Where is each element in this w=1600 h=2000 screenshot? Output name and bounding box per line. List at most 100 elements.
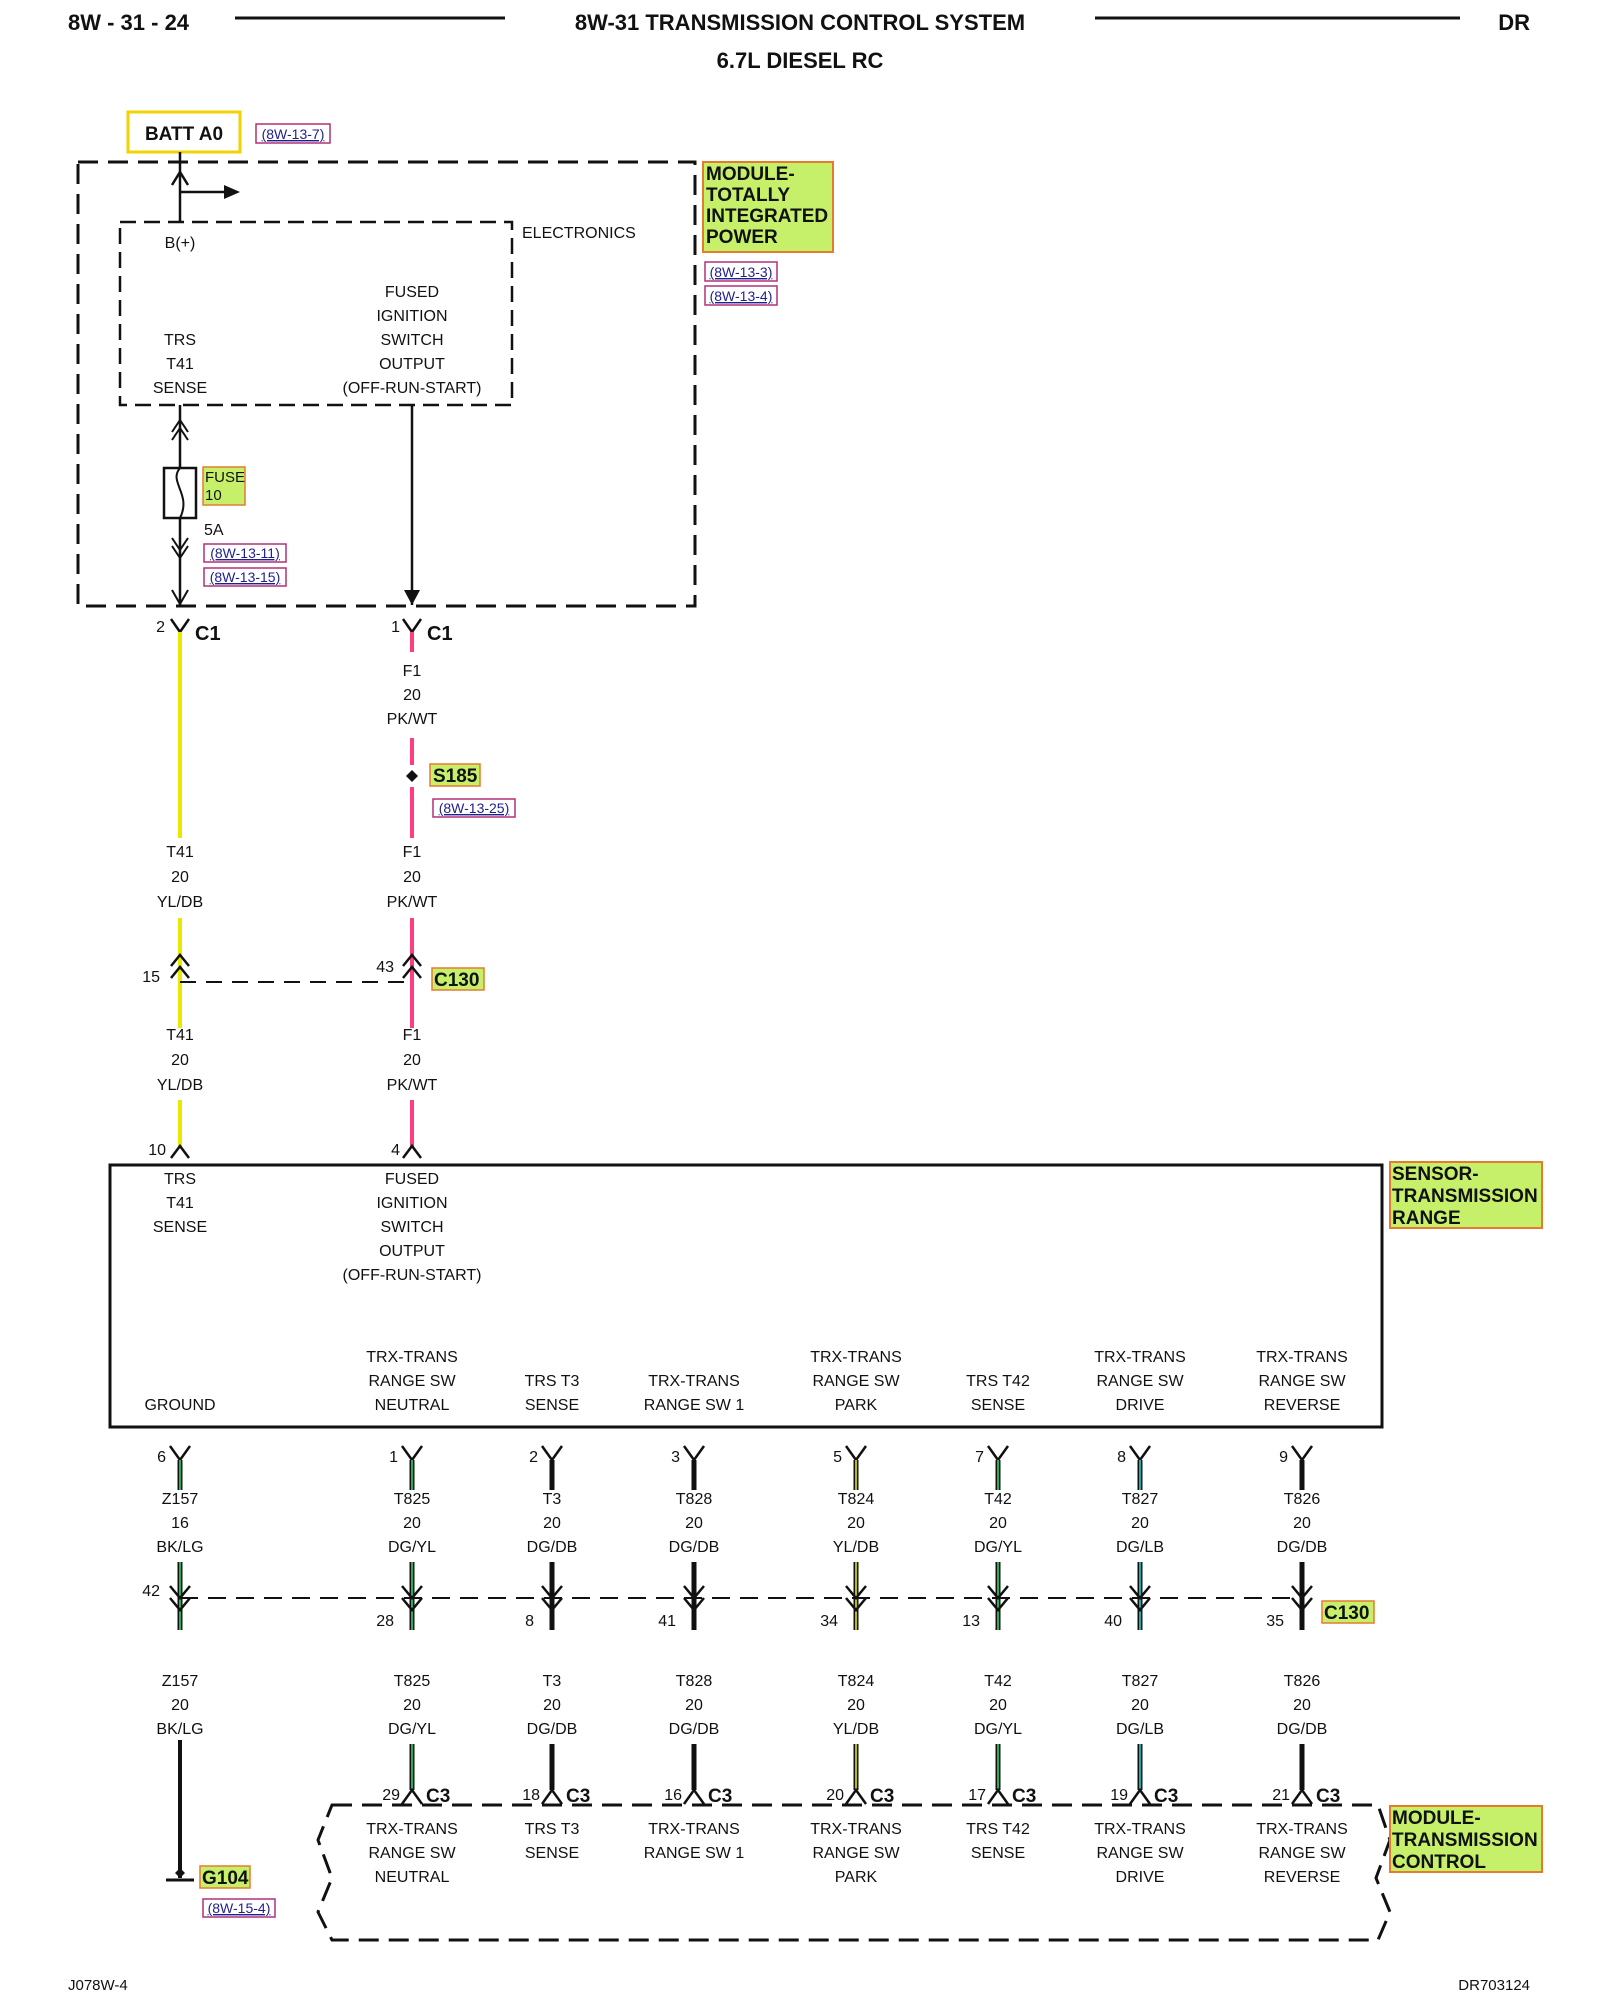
c130-top-tag <box>431 967 485 991</box>
tipm-fused-5: (OFF-RUN-START) <box>343 380 482 397</box>
trs-sense-3: SENSE <box>153 1219 207 1236</box>
c3-pin-symbol <box>540 1787 564 1805</box>
tipm-ref-1[interactable]: (8W-13-3) <box>710 264 773 280</box>
wire-color-label: DG/LB <box>1116 1539 1164 1556</box>
tipm-name-box <box>702 161 834 253</box>
c3-pin-symbol <box>986 1787 1010 1805</box>
tipm-fused-3: SWITCH <box>380 332 443 349</box>
t41-gauge-1: 20 <box>171 869 189 886</box>
tcm-pin-label: RANGE SW <box>812 1845 900 1862</box>
batt-ref-box <box>255 123 331 144</box>
f1-circuit-2: F1 <box>403 844 422 861</box>
sensor-pin-symbol <box>1128 1445 1152 1463</box>
wire-circuit-label: T825 <box>394 1491 431 1508</box>
wire-color-label: DG/DB <box>669 1539 720 1556</box>
tr-sensor-pin-label: NEUTRAL <box>375 1397 450 1414</box>
tipm-ref-2[interactable]: (8W-13-4) <box>710 288 773 304</box>
wire-gauge-label: 20 <box>989 1697 1007 1714</box>
wire-color-label: DG/DB <box>1277 1721 1328 1738</box>
c130-pin-symbol <box>845 1597 867 1612</box>
tr-sensor-pin-label: RANGE SW <box>368 1373 456 1390</box>
wire-color-label: BK/LG <box>156 1539 203 1556</box>
wire-color-label: YL/DB <box>833 1721 879 1738</box>
wire-color-label: DG/YL <box>974 1721 1022 1738</box>
f1-gauge-1: 20 <box>403 687 421 704</box>
batt-ref[interactable]: (8W-13-7) <box>262 126 325 142</box>
tcm-pin-label: TRX-TRANS <box>810 1821 902 1838</box>
c130-pin-symbol <box>987 1597 1009 1612</box>
tr-sensor-pin-label: RANGE SW <box>1096 1373 1184 1390</box>
wire-circuit-label: Z157 <box>162 1673 199 1690</box>
sensor-pin-number: 6 <box>157 1449 166 1466</box>
tcm-pin-label: DRIVE <box>1116 1869 1165 1886</box>
tr-sensor-pin-label: TRX-TRANS <box>1256 1349 1348 1366</box>
wire-color-label: DG/DB <box>669 1721 720 1738</box>
batt-label: BATT A0 <box>145 124 223 145</box>
c3-pin-number: 19 <box>1110 1787 1128 1804</box>
sensor-pin-number: 3 <box>671 1449 680 1466</box>
wire-circuit-label: T828 <box>676 1673 713 1690</box>
sensor-pin-number: 5 <box>833 1449 842 1466</box>
ground-ref-box <box>202 1898 276 1918</box>
c130-pin43-b <box>402 965 422 979</box>
sensor-pin-symbol <box>540 1445 564 1463</box>
sensor-pin-number: 2 <box>529 1449 538 1466</box>
splice-ref[interactable]: (8W-13-25) <box>439 800 510 816</box>
tcm-pin-label: RANGE SW <box>1258 1845 1346 1862</box>
wire-circuit-label: T827 <box>1122 1673 1159 1690</box>
tr-sensor-pin-label: TRX-TRANS <box>366 1349 458 1366</box>
trs-fused-5: (OFF-RUN-START) <box>343 1267 482 1284</box>
tcm-pin-label: TRS T3 <box>525 1821 580 1838</box>
c3-pin-number: 17 <box>968 1787 986 1804</box>
tipm-left-arrow <box>171 589 189 607</box>
wire-gauge-label: 20 <box>685 1697 703 1714</box>
tr-sensor-pin-label: TRS T42 <box>966 1373 1030 1390</box>
tcm-pin-label: TRX-TRANS <box>648 1821 740 1838</box>
tcm-pin-label: TRX-TRANS <box>1256 1821 1348 1838</box>
c1-pin-1: 1 <box>391 619 400 636</box>
wire-circuit-label: T825 <box>394 1673 431 1690</box>
c3-pin-symbol <box>400 1787 424 1805</box>
c3-pin-number: 21 <box>1272 1787 1290 1804</box>
c3-label: C3 <box>1316 1786 1340 1807</box>
fuse-conn-bot <box>171 537 189 552</box>
splice-tag <box>429 763 481 787</box>
fuse-element <box>175 467 185 519</box>
c130-pin43-a <box>402 953 422 967</box>
c130-pin-symbol <box>401 1597 423 1612</box>
tr-sensor-pin-label: SENSE <box>525 1397 579 1414</box>
tipm-name-2: TOTALLY <box>706 185 790 206</box>
c130-pin-symbol <box>683 1597 705 1612</box>
wire-gauge-label: 20 <box>543 1697 561 1714</box>
wire-circuit-label: T826 <box>1284 1491 1321 1508</box>
trs-sense-2: T41 <box>166 1195 194 1212</box>
f1-gauge-2: 20 <box>403 869 421 886</box>
wire-circuit-label: T42 <box>984 1491 1012 1508</box>
tcm-pin-label: PARK <box>835 1869 878 1886</box>
fuse-ref-1[interactable]: (8W-13-11) <box>210 545 280 561</box>
tr-sensor-box <box>108 1163 1384 1429</box>
ground-ref[interactable]: (8W-15-4) <box>208 1900 271 1916</box>
c130-pin-number: 35 <box>1266 1613 1284 1630</box>
tr-sensor-pin-label: GROUND <box>144 1397 215 1414</box>
wire-color-label: DG/DB <box>1277 1539 1328 1556</box>
wire-gauge-label: 20 <box>685 1515 703 1532</box>
footer-left: J078W-4 <box>68 1977 128 1994</box>
tr-sensor-pin-label: TRX-TRANS <box>1094 1349 1186 1366</box>
tipm-name-1: MODULE- <box>706 164 795 185</box>
trs-pin-4: 4 <box>391 1142 400 1159</box>
f1-color-3: PK/WT <box>387 1077 438 1094</box>
wire-circuit-label: T828 <box>676 1491 713 1508</box>
tcm-pin-label: TRX-TRANS <box>366 1821 458 1838</box>
wire-gauge-label: 20 <box>543 1515 561 1532</box>
c3-label: C3 <box>1154 1786 1178 1807</box>
trs-fused-4: OUTPUT <box>379 1243 445 1260</box>
tr-sensor-pin-label: TRS T3 <box>525 1373 580 1390</box>
c1-pin-2-symbol <box>169 618 191 635</box>
fuse-ref-2[interactable]: (8W-13-15) <box>210 569 281 585</box>
c3-pin-number: 18 <box>522 1787 540 1804</box>
tr-sensor-pin-labels: GROUND TRX-TRANS RANGE SW NEUTRAL TRS T3 SENS… <box>144 1349 1347 1414</box>
tcm-name-box <box>1389 1805 1543 1873</box>
trs-sense-1: TRS <box>164 1171 196 1188</box>
fuse-symbol <box>162 466 198 520</box>
